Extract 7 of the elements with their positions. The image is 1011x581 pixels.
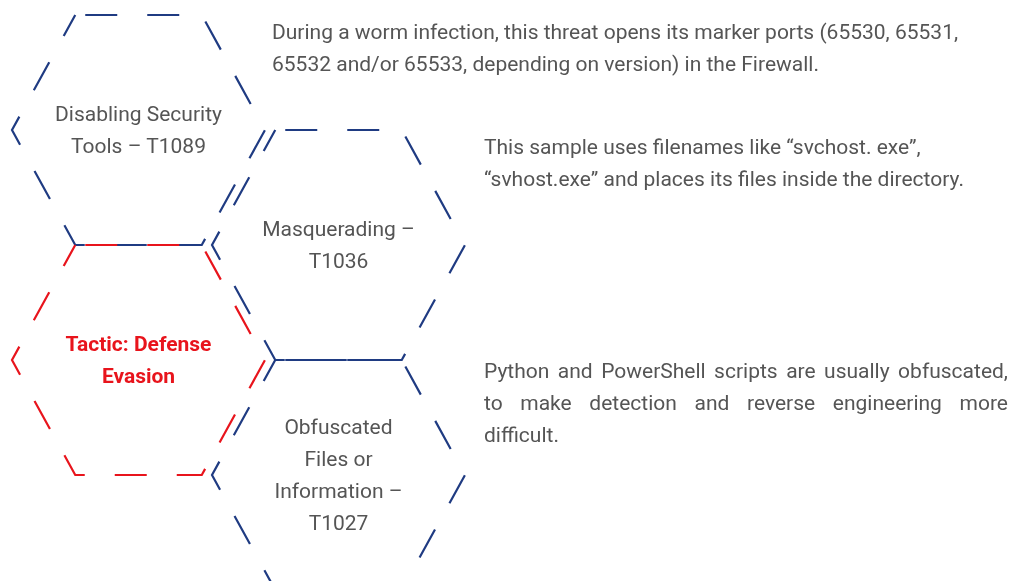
- description-text: During a worm infection, this threat opens its marker ports (65530, 65531, 65532 and/or 65533, depending on version) in the Firewall.: [272, 19, 960, 78]
- hexagon-label: Tactic: Defense Evasion: [64, 331, 213, 390]
- hexagon-label: Disabling Security Tools – T1089: [54, 101, 223, 160]
- hexagon-label: Masquerading – T1036: [261, 216, 416, 275]
- hexagon-label: Obfuscated Files or Information – T1027: [273, 414, 404, 537]
- description-text: Python and PowerShell scripts are usually obfuscated, to make detection and reverse engineering more difficult.: [484, 358, 1008, 449]
- description-text: This sample uses filenames like “svchost. exe”, “svhost.exe” and places its files inside the directory.: [484, 134, 965, 193]
